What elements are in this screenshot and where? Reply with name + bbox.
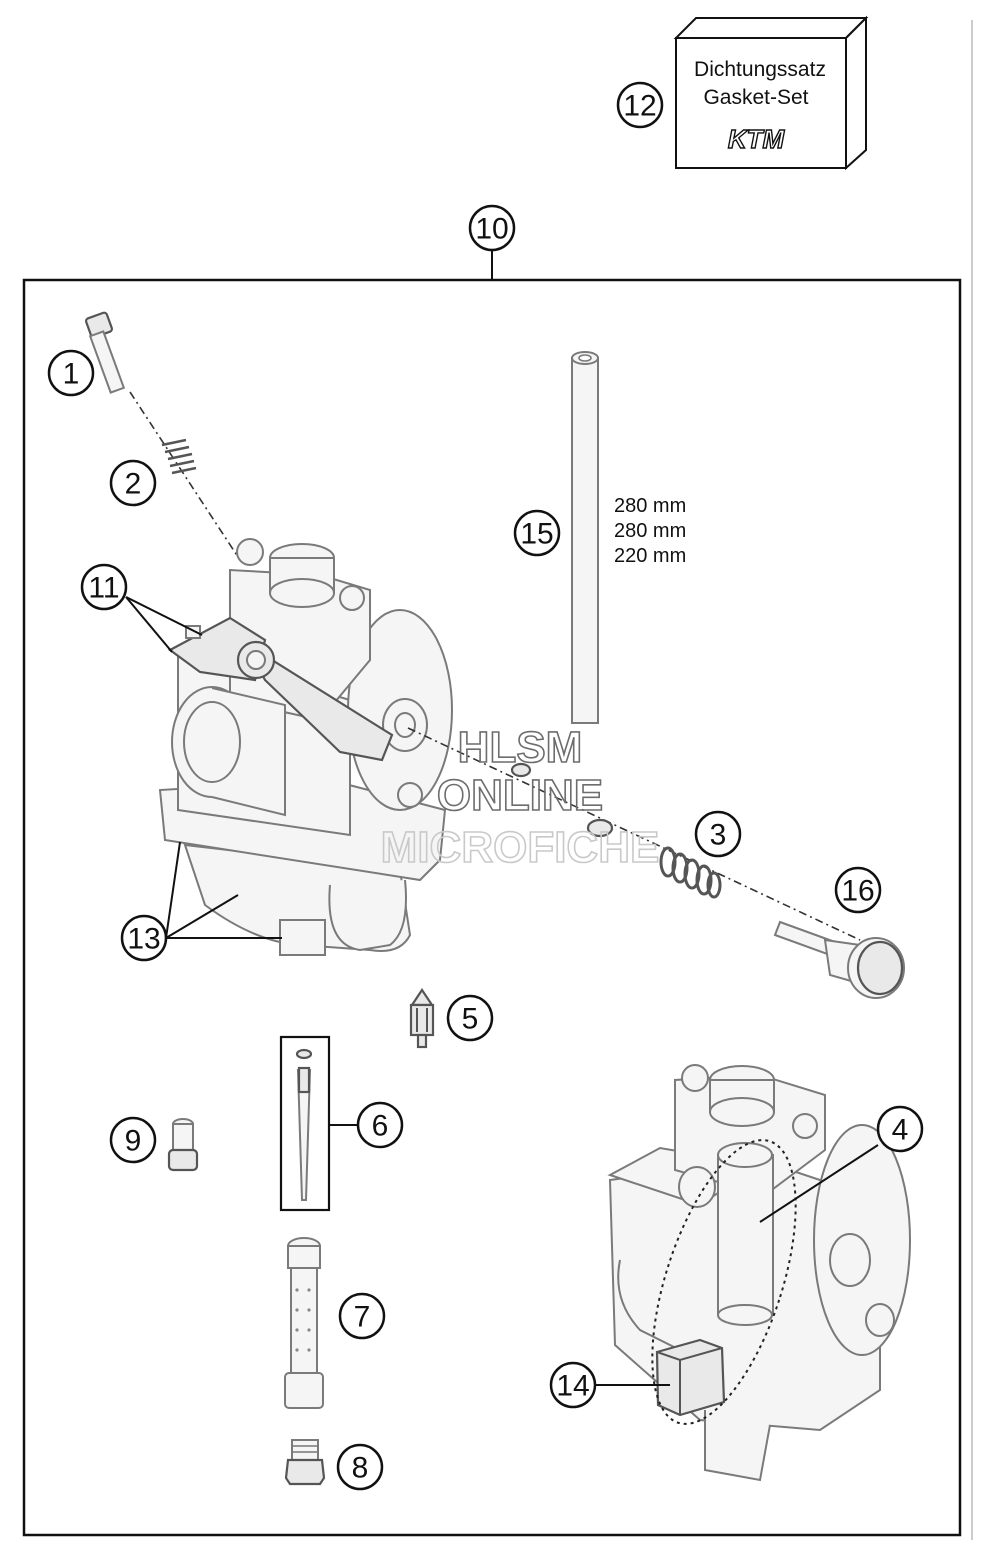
callout-5: 5 (446, 994, 494, 1042)
svg-text:1: 1 (63, 358, 80, 391)
svg-text:6: 6 (372, 1110, 389, 1143)
svg-text:9: 9 (125, 1125, 142, 1158)
length-label-1: 280 mm (614, 495, 686, 517)
adjusting-knob (773, 920, 905, 999)
idle-screw (84, 311, 126, 394)
svg-text:15: 15 (520, 518, 553, 551)
washer-a (510, 762, 532, 778)
main-jet (284, 1439, 326, 1486)
length-label-2: 280 mm (614, 520, 686, 542)
callout-11: 11 (80, 563, 128, 611)
float-needle-valve (409, 988, 435, 1049)
needle-jet (284, 1237, 324, 1409)
watermark-line-1: HLSM (458, 723, 583, 772)
callout-13: 13 (120, 914, 168, 962)
gasket-set-box: Dichtungssatz Gasket-Set KTM (673, 15, 869, 171)
svg-text:12: 12 (623, 90, 656, 123)
svg-text:14: 14 (556, 1370, 589, 1403)
axis-line-1 (129, 391, 241, 561)
callout-4: 4 (876, 1105, 924, 1153)
washer-b (586, 818, 614, 838)
svg-text:7: 7 (354, 1301, 371, 1334)
length-label-3: 220 mm (614, 545, 686, 567)
pilot-jet (167, 1118, 199, 1172)
gasket-label-en: Gasket-Set (703, 86, 808, 109)
callout-3: 3 (694, 810, 742, 858)
callout-7: 7 (338, 1292, 386, 1340)
carburetor-body (158, 538, 453, 956)
watermark-line-3: MICROFICHE (381, 823, 660, 872)
callout-14: 14 (549, 1361, 597, 1409)
leader-11a (125, 596, 203, 636)
svg-text:2: 2 (125, 468, 142, 501)
jet-needle (295, 1048, 313, 1201)
callout-12: 12 (616, 81, 664, 129)
svg-text:13: 13 (127, 923, 160, 956)
ktm-logo: KTM (728, 124, 786, 154)
callout-10: 10 (468, 204, 516, 252)
svg-text:16: 16 (841, 875, 874, 908)
leader-4 (759, 1144, 879, 1223)
watermark-line-2: ONLINE (437, 771, 603, 820)
leader-11b (125, 596, 173, 653)
callout-6: 6 (356, 1101, 404, 1149)
overflow-tube (571, 351, 599, 724)
svg-text:10: 10 (475, 213, 508, 246)
choke-spring (659, 846, 722, 899)
highlight-ellipse (651, 1139, 797, 1425)
watermark: HLSM ONLINE MICROFICHE (380, 722, 660, 873)
svg-text:3: 3 (710, 819, 727, 852)
gasket-label-de: Dichtungssatz (694, 58, 826, 81)
leader-13a (165, 894, 239, 939)
callout-8: 8 (336, 1443, 384, 1491)
callout-1: 1 (47, 349, 95, 397)
idle-spring (161, 438, 197, 475)
callout-16: 16 (834, 866, 882, 914)
callout-2: 2 (109, 459, 157, 507)
leader-13b (165, 841, 181, 939)
carburetor-body-rear-view (607, 1064, 911, 1482)
callout-15: 15 (513, 509, 561, 557)
callout-9: 9 (109, 1116, 157, 1164)
svg-text:5: 5 (462, 1003, 479, 1036)
svg-text:8: 8 (352, 1452, 369, 1485)
svg-text:11: 11 (88, 572, 119, 605)
axis-line-3 (407, 727, 861, 941)
svg-text:4: 4 (892, 1114, 909, 1147)
